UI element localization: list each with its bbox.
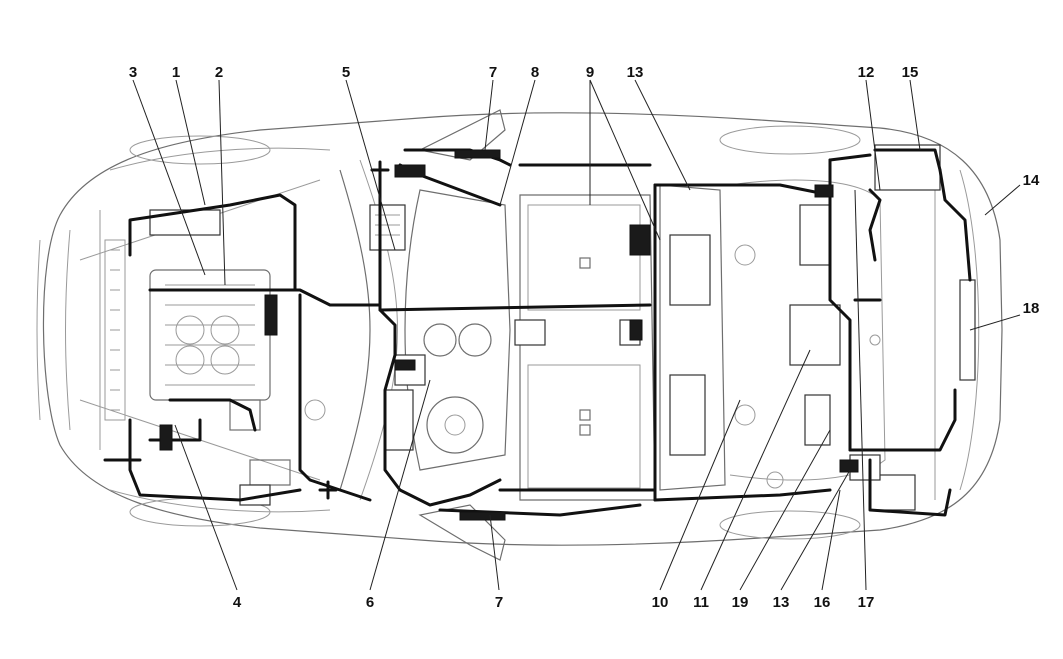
callout-5: 5 <box>342 64 350 81</box>
callout-8: 8 <box>531 64 539 81</box>
connectors <box>159 149 859 521</box>
callout-7-bottom: 7 <box>495 594 503 611</box>
callout-10: 10 <box>652 594 669 611</box>
callout-2: 2 <box>215 64 223 81</box>
callout-6: 6 <box>366 594 374 611</box>
callout-18: 18 <box>1023 300 1040 317</box>
callout-1: 1 <box>172 64 180 81</box>
callout-7-top: 7 <box>489 64 497 81</box>
wiring-harness <box>103 148 972 517</box>
callout-15: 15 <box>902 64 919 81</box>
interior-components <box>149 144 976 511</box>
callout-9: 9 <box>586 64 594 81</box>
callout-labels: 3 1 2 5 7 8 9 13 12 15 14 18 4 6 7 10 11… <box>129 64 1040 611</box>
callout-17: 17 <box>858 594 875 611</box>
leader-lines <box>132 79 1021 591</box>
callout-14: 14 <box>1023 172 1040 189</box>
callout-12: 12 <box>858 64 875 81</box>
car-body-outline <box>36 109 1003 561</box>
callout-11: 11 <box>693 594 709 611</box>
callout-16: 16 <box>814 594 831 611</box>
engine-bay-components <box>104 239 326 486</box>
callout-13-bottom: 13 <box>773 594 790 611</box>
callout-3: 3 <box>129 64 137 81</box>
callout-19: 19 <box>732 594 749 611</box>
callout-13-top: 13 <box>627 64 644 81</box>
callout-4: 4 <box>233 594 242 611</box>
